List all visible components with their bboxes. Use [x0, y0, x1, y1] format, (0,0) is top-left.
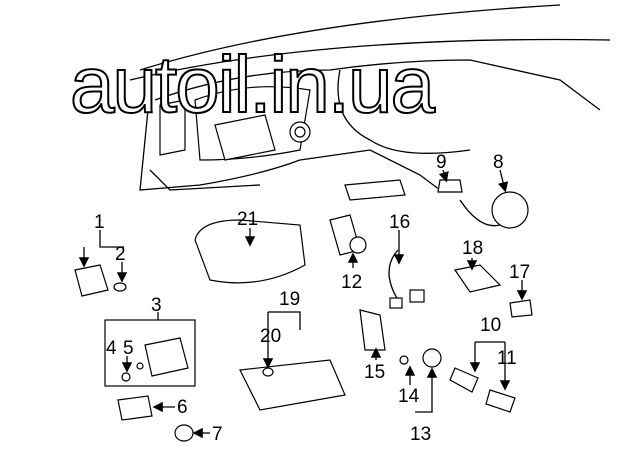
part-19: [239, 359, 346, 411]
callout-9: 9: [436, 152, 447, 173]
callout-20: 20: [260, 326, 281, 347]
callout-3: 3: [151, 295, 162, 316]
callout-15: 15: [364, 362, 385, 383]
callout-21: 21: [237, 209, 258, 230]
callout-10: 10: [480, 315, 501, 336]
callout-17: 17: [509, 262, 530, 283]
callout-14: 14: [398, 386, 420, 407]
part-9: [437, 179, 463, 193]
parts: [74, 179, 533, 442]
callout-5: 5: [123, 338, 134, 359]
callout-7: 7: [212, 424, 223, 445]
part-20: [262, 367, 274, 377]
leader-lines: [78, 169, 528, 439]
callout-18: 18: [462, 238, 483, 259]
part-2: [113, 282, 127, 292]
part-1: [74, 264, 109, 297]
callout-labels: 1 2 3 4 5 6 7 8 9 10 11 12 13 14 15 16 1…: [94, 152, 530, 445]
callout-11: 11: [497, 348, 517, 369]
callout-13: 13: [410, 424, 431, 445]
part-7: [174, 424, 194, 442]
watermark: autoil.in.ua: [70, 40, 435, 129]
dashboard-outline: [129, 4, 611, 201]
part-15: [359, 309, 386, 351]
part-14: [399, 355, 409, 365]
part-18: [453, 264, 502, 293]
part-21: [194, 219, 306, 284]
part-16: [388, 249, 399, 301]
part-10: [449, 367, 479, 393]
callout-6: 6: [177, 397, 188, 418]
callout-19: 19: [279, 289, 300, 310]
callout-16: 16: [389, 212, 410, 233]
part-8: [491, 191, 529, 229]
part-11: [485, 389, 516, 413]
callout-4: 4: [106, 338, 117, 359]
part-6: [117, 395, 153, 421]
part-13: [422, 348, 442, 368]
callout-2: 2: [115, 244, 126, 265]
callout-1: 1: [94, 212, 105, 233]
callout-12: 12: [341, 272, 362, 293]
callout-8: 8: [493, 152, 504, 173]
part-17: [509, 299, 533, 318]
